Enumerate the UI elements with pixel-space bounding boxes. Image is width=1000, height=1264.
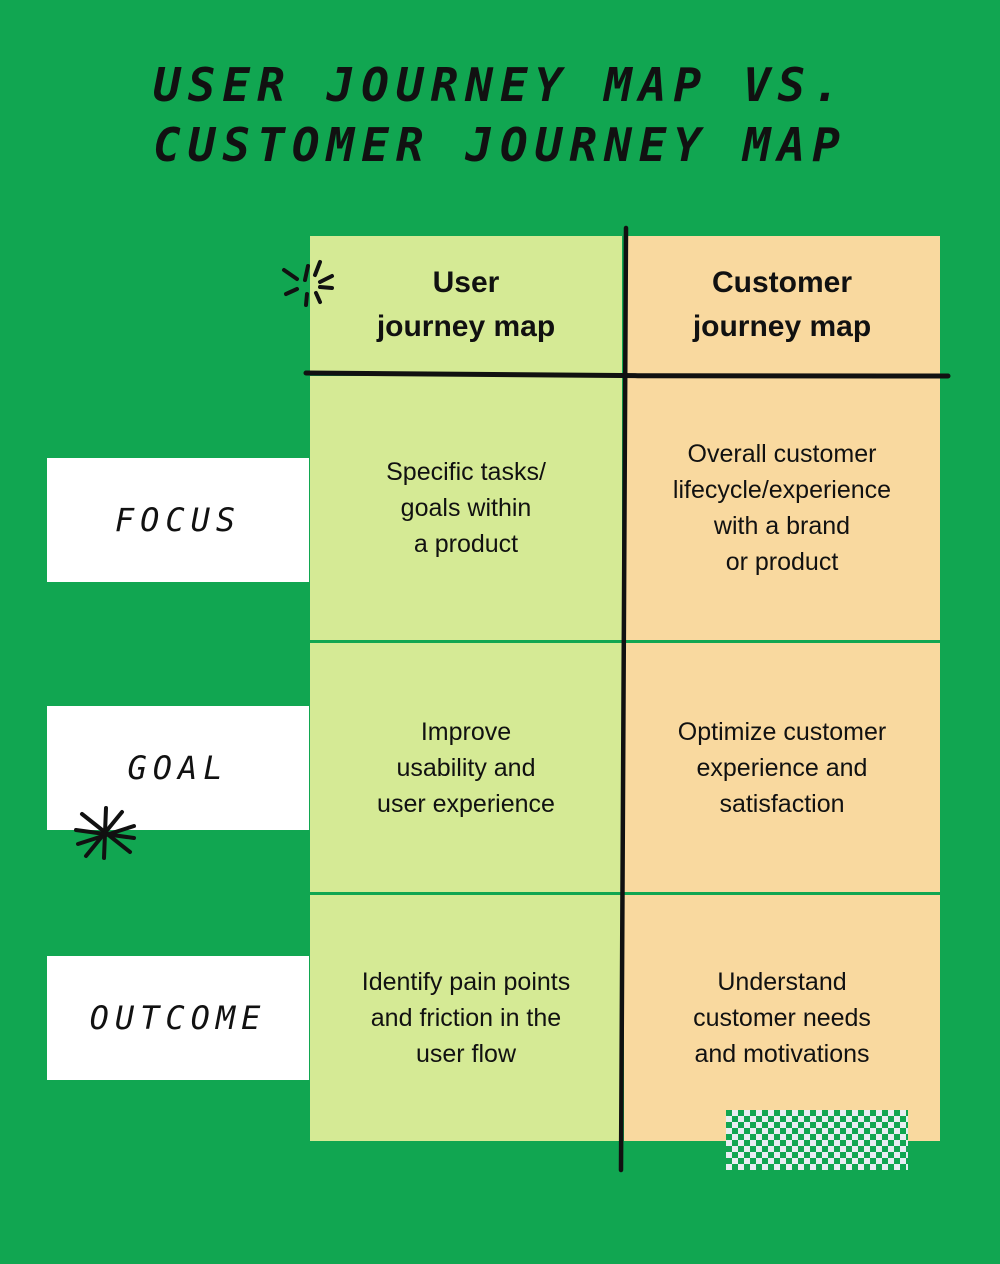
checkered-pattern [726, 1110, 908, 1170]
row-label-outcome: OUTCOME [47, 956, 309, 1080]
cell-goal-user: Improve usability and user experience [310, 643, 622, 892]
page-title: USER JOURNEY MAP VS. CUSTOMER JOURNEY MA… [0, 55, 1000, 175]
cell-focus-user: Specific tasks/ goals within a product [310, 376, 622, 640]
title-line-2: CUSTOMER JOURNEY MAP [153, 118, 847, 172]
header-user-label: User journey map [376, 266, 556, 343]
title-line-1: USER JOURNEY MAP VS. [153, 58, 847, 112]
header-user-journey-map: User journey map [310, 236, 622, 374]
row-label-goal: GOAL [47, 706, 309, 830]
cell-outcome-customer: Understand customer needs and motivation… [624, 895, 940, 1141]
header-customer-label: Customer journey map [692, 266, 872, 343]
header-customer-journey-map: Customer journey map [624, 236, 940, 374]
row-label-focus: FOCUS [47, 458, 309, 582]
cell-focus-customer: Overall customer lifecycle/experience wi… [624, 376, 940, 640]
cell-goal-customer: Optimize customer experience and satisfa… [624, 643, 940, 892]
asterisk-star-icon [74, 806, 136, 860]
sparkle-icon [282, 260, 334, 307]
cell-outcome-user: Identify pain points and friction in the… [310, 895, 622, 1141]
